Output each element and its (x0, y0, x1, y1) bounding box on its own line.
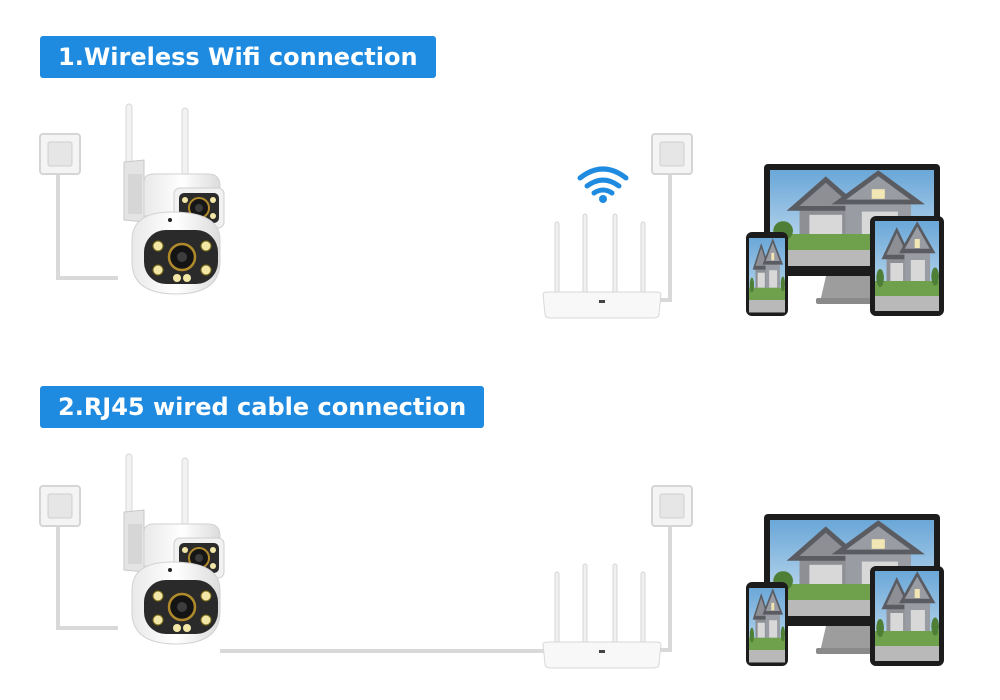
power-socket-icon (39, 485, 81, 527)
wired-setup (39, 452, 944, 669)
client-devices (746, 164, 944, 316)
section-title-wireless: 1.Wireless Wifi connection (40, 36, 436, 78)
camera-icon (122, 452, 226, 646)
power-socket-icon (39, 133, 81, 175)
power-socket-icon (651, 485, 693, 527)
section-title-wired: 2.RJ45 wired cable connection (40, 386, 485, 428)
power-socket-icon (651, 133, 693, 175)
camera-icon (122, 102, 226, 296)
wireless-setup (39, 102, 944, 319)
client-devices (746, 514, 944, 666)
router-icon (542, 213, 662, 319)
wifi-icon (577, 166, 629, 203)
router-icon (542, 563, 662, 669)
